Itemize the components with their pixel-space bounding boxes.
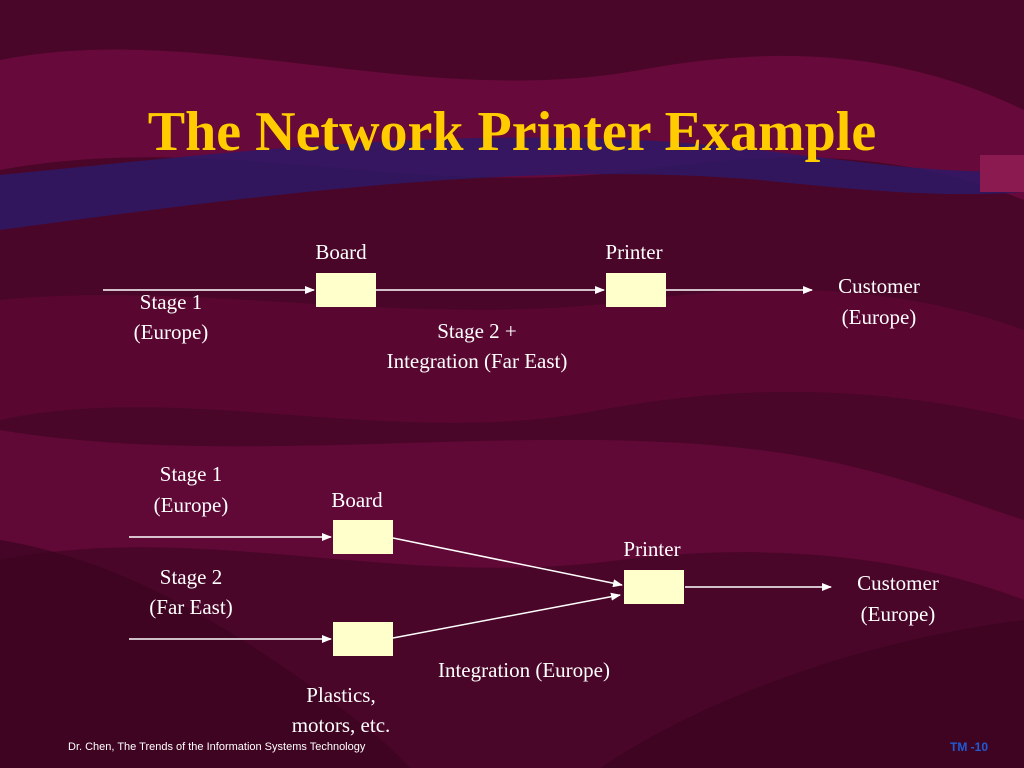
diagram1-printer-node [606, 273, 666, 307]
diagram1-board-node [316, 273, 376, 307]
diagram2-stage2-line1: Stage 2 [159, 565, 223, 589]
diagram2-stage1-line1: Stage 1 [159, 462, 223, 486]
arrow-board-to-printer-2 [392, 537, 623, 588]
diagram2-board-label: Board [331, 488, 383, 512]
arrow-plastics-to-printer [392, 592, 621, 639]
footer-credit: Dr. Chen, The Trends of the Information … [68, 741, 366, 753]
diagram2-customer-line1: Customer [857, 571, 939, 595]
diagram2-plastics-node [333, 622, 393, 656]
diagram2-customer-line2: (Europe) [860, 602, 936, 626]
diagram2-plastics-line1: Plastics, [306, 683, 376, 707]
diagram1-stage2-line2: Integration (Far East) [386, 349, 568, 373]
diagram2-plastics-line2: motors, etc. [291, 713, 391, 737]
diagram1-customer-line1: Customer [838, 274, 920, 298]
diagram2-board-node [333, 520, 393, 554]
slide-title: The Network Printer Example [147, 101, 877, 163]
diagram1-stage2-line1: Stage 2 + [437, 319, 517, 343]
diagram1-board-label: Board [315, 240, 367, 264]
diagram2-stage2-line2: (Far East) [149, 595, 233, 619]
diagram2-printer-node [624, 570, 684, 604]
diagram2-printer-label: Printer [623, 537, 681, 561]
slide-number: TM -10 [950, 740, 989, 754]
diagram1-stage1-line2: (Europe) [133, 320, 209, 344]
diagram1-stage1-line1: Stage 1 [139, 290, 203, 314]
diagram1-printer-label: Printer [605, 240, 663, 264]
diagram2-integration-label: Integration (Europe) [437, 658, 610, 682]
diagram1-customer-line2: (Europe) [841, 305, 917, 329]
diagram2-stage1-line2: (Europe) [153, 493, 229, 517]
